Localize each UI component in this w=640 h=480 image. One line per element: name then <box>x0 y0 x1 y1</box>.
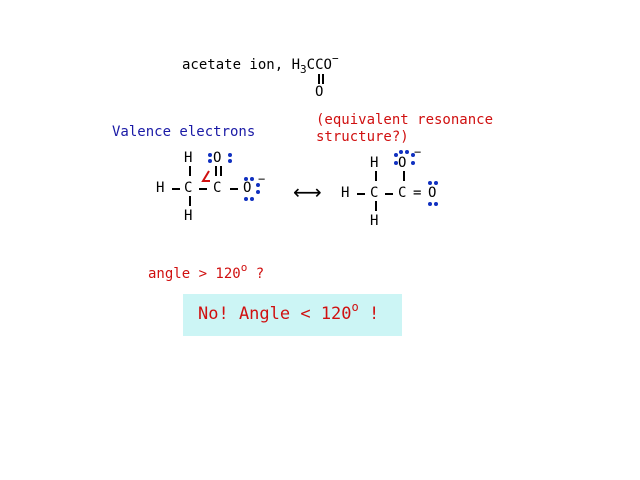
title-oxygen: O <box>315 84 324 100</box>
right-oxygen-top: O <box>398 155 407 171</box>
right-bond-h-bottom <box>375 201 377 211</box>
angle-question: angle > 120o ? <box>148 261 265 282</box>
lone-pair-dot <box>434 181 438 185</box>
right-h-left: H <box>341 185 350 201</box>
resonance-question-line1: (equivalent resonance <box>316 112 494 128</box>
answer-degree: o <box>351 300 359 314</box>
lone-pair-dot <box>256 190 260 194</box>
lone-pair-dot <box>405 150 409 154</box>
resonance-question-line2: structure?) <box>316 129 409 145</box>
answer-text-main: No! Angle < 120 <box>198 304 352 324</box>
left-oxygen-top: O <box>213 150 222 166</box>
left-carbon-2: C <box>213 180 222 196</box>
left-h-bottom: H <box>184 208 193 224</box>
left-bond-h-bottom <box>189 196 191 206</box>
left-bond-c-c <box>199 188 207 190</box>
lone-pair-dot <box>244 177 248 181</box>
lone-pair-dot <box>208 153 212 157</box>
right-bond-h-top <box>375 171 377 181</box>
lone-pair-dot <box>250 197 254 201</box>
lone-pair-dot <box>428 202 432 206</box>
right-charge: − <box>414 145 422 159</box>
answer-box: No! Angle < 120o ! <box>183 294 402 336</box>
title: acetate ion, H3CCO− <box>182 52 339 76</box>
lone-pair-dot <box>434 202 438 206</box>
lone-pair-dot <box>428 181 432 185</box>
left-charge: − <box>258 172 266 186</box>
lone-pair-dot <box>411 153 415 157</box>
right-bond-h-left <box>357 193 365 195</box>
left-double-bond-b <box>220 166 222 176</box>
right-oxygen-right: O <box>428 185 437 201</box>
left-carbon-1: C <box>184 180 193 196</box>
right-carbon-1: C <box>370 185 379 201</box>
answer-text: No! Angle < 120o ! <box>198 300 380 324</box>
lone-pair-dot <box>411 161 415 165</box>
resonance-arrow-icon: ⟷ <box>293 180 322 204</box>
lone-pair-dot <box>228 159 232 163</box>
left-h-left: H <box>156 180 165 196</box>
lone-pair-dot <box>399 150 403 154</box>
angle-question-suffix: ? <box>247 266 265 282</box>
title-suffix: CCO <box>306 57 332 73</box>
right-h-bottom: H <box>370 213 379 229</box>
left-bond-h-left <box>172 188 180 190</box>
valence-electrons-label: Valence electrons <box>112 124 256 140</box>
angle-mark-icon <box>201 170 210 182</box>
left-bond-h-top <box>189 166 191 176</box>
right-carbon-2: C <box>398 185 407 201</box>
right-double-bond: = <box>413 185 422 201</box>
right-bond-c-o <box>403 171 405 181</box>
lone-pair-dot <box>228 153 232 157</box>
left-double-bond-a <box>215 166 217 176</box>
title-subscript: 3 <box>300 63 307 76</box>
angle-question-degree: o <box>240 261 248 274</box>
left-h-top: H <box>184 150 193 166</box>
lone-pair-dot <box>208 159 212 163</box>
title-charge: − <box>331 52 339 65</box>
angle-question-text: angle > 120 <box>148 266 241 282</box>
answer-suffix: ! <box>358 304 380 324</box>
right-bond-c-c <box>385 193 393 195</box>
title-double-bond-a <box>318 74 320 84</box>
left-bond-c-o <box>230 188 238 190</box>
lone-pair-dot <box>394 153 398 157</box>
title-prefix: acetate ion, H <box>182 57 301 73</box>
right-h-top: H <box>370 155 379 171</box>
lone-pair-dot <box>250 177 254 181</box>
title-double-bond-b <box>322 74 324 84</box>
lone-pair-dot <box>256 183 260 187</box>
lone-pair-dot <box>394 161 398 165</box>
left-oxygen-right: O <box>243 180 252 196</box>
lone-pair-dot <box>244 197 248 201</box>
